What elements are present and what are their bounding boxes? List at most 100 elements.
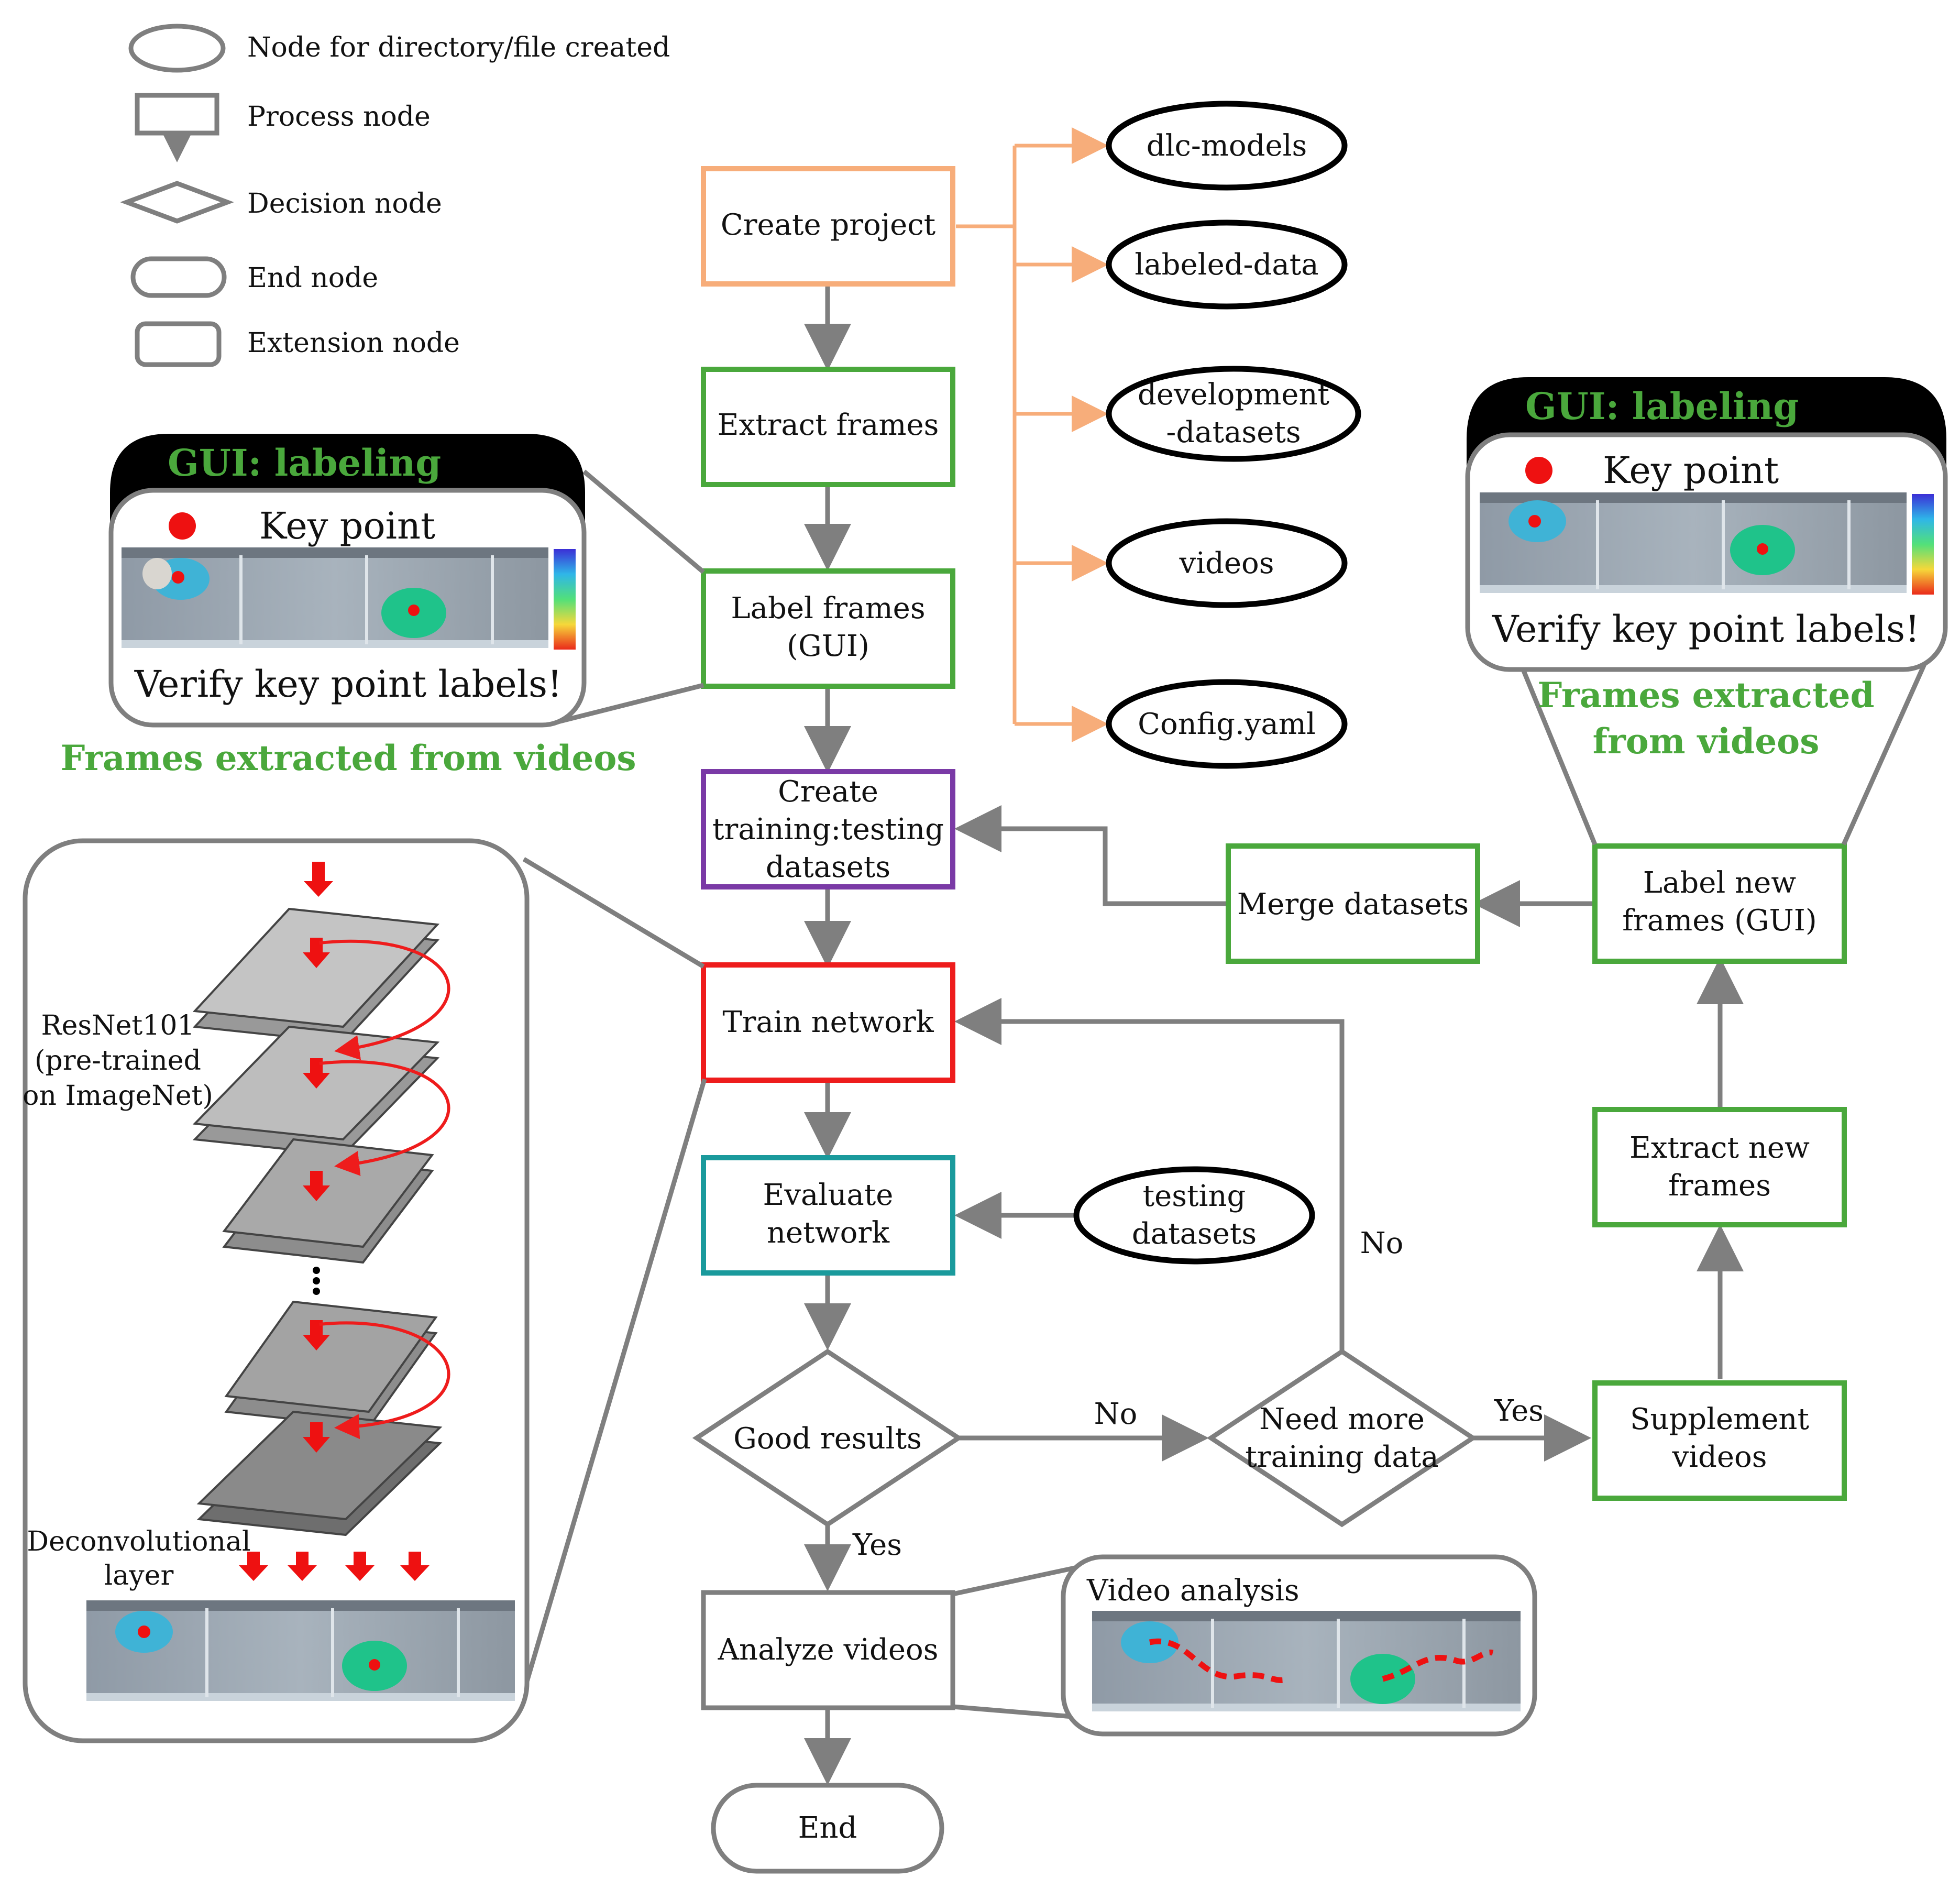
svg-text:Config.yaml: Config.yaml <box>1138 707 1316 741</box>
layer-stack-5 <box>196 1410 443 1536</box>
gui-left-title: GUI: labeling <box>168 441 441 485</box>
ellipsis-dots-icon <box>313 1267 320 1295</box>
svg-text:datasets: datasets <box>1132 1217 1257 1251</box>
file-development-datasets: development -datasets <box>1106 366 1361 462</box>
trajectory-path-2 <box>1382 1649 1494 1682</box>
svg-text:videos: videos <box>1179 546 1274 580</box>
svg-text:testing: testing <box>1143 1179 1246 1213</box>
gui-right-verify: Verify key point labels! <box>1492 608 1920 651</box>
legend-label-end: End node <box>247 262 378 294</box>
file-videos: videos <box>1106 518 1348 608</box>
node-label-new-frames: Label new frames (GUI) <box>1592 843 1847 964</box>
legend-end-shape <box>130 256 227 298</box>
legend-diamond-shape <box>120 181 234 224</box>
svg-text:development: development <box>1138 378 1330 412</box>
svg-text:datasets: datasets <box>766 850 890 884</box>
deconv-label-line1: Deconvolutional <box>27 1526 250 1557</box>
svg-text:(GUI): (GUI) <box>787 629 869 663</box>
resnet-label-line1: ResNet101 <box>41 1010 194 1041</box>
node-end: End <box>711 1783 944 1874</box>
layer-stack-3 <box>222 1138 434 1264</box>
legend-label-decision: Decision node <box>247 188 442 219</box>
gui-right-caption-line1: Frames extracted <box>1537 675 1874 716</box>
gui-left-callout: GUI: labeling Key point Verify key point… <box>60 434 705 778</box>
legend-process-shape <box>135 93 219 136</box>
svg-text:Extract frames: Extract frames <box>718 408 939 442</box>
svg-text:Merge datasets: Merge datasets <box>1237 887 1469 921</box>
file-dlc-models: dlc-models <box>1106 101 1348 191</box>
gui-right-title: GUI: labeling <box>1525 385 1799 428</box>
edge-label-no-need: No <box>1360 1226 1404 1260</box>
node-testing-datasets: testing datasets <box>1073 1166 1315 1265</box>
gui-right-frame-image <box>1480 492 1934 595</box>
key-point-dot-icon <box>1525 457 1552 484</box>
legend-label-directory: Node for directory/file created <box>247 32 670 63</box>
trajectory-path-1 <box>1149 1638 1290 1683</box>
video-analysis-image <box>1092 1611 1521 1711</box>
resnet-label-line2: (pre-trained <box>35 1045 201 1077</box>
svg-text:Label frames: Label frames <box>731 591 925 625</box>
node-create-datasets: Create training:testing datasets <box>701 769 955 889</box>
video-analysis-panel: Video analysis <box>952 1554 1537 1737</box>
gui-left-key-point: Key point <box>259 504 435 547</box>
node-need-more-data: Need more training data <box>1206 1348 1478 1528</box>
svg-text:Create project: Create project <box>721 208 936 242</box>
legend-label-extension: Extension node <box>247 327 460 359</box>
svg-text:videos: videos <box>1672 1440 1767 1474</box>
legend: Node for directory/file created Process … <box>120 24 670 367</box>
svg-text:frames (GUI): frames (GUI) <box>1622 904 1816 938</box>
edge-label-no-good: No <box>1094 1397 1138 1431</box>
output-arrows-icon <box>239 1552 430 1581</box>
resnet-label-line3: on ImageNet) <box>23 1080 213 1112</box>
video-analysis-title: Video analysis <box>1086 1574 1300 1608</box>
svg-text:-datasets: -datasets <box>1166 415 1301 449</box>
deconv-label-line2: layer <box>104 1560 174 1591</box>
svg-text:dlc-models: dlc-models <box>1147 129 1307 163</box>
file-connectors <box>956 127 1108 742</box>
file-config-yaml: Config.yaml <box>1106 679 1348 769</box>
svg-text:End: End <box>798 1811 857 1845</box>
edge-label-yes-good: Yes <box>852 1528 902 1562</box>
skip-connection-arcs <box>319 939 450 1440</box>
legend-ellipse-shape <box>128 24 226 73</box>
layer-stack-1 <box>192 907 440 1044</box>
svg-text:Extract new: Extract new <box>1629 1131 1810 1165</box>
node-analyze-videos: Analyze videos <box>701 1590 955 1710</box>
node-merge-datasets: Merge datasets <box>1226 843 1480 964</box>
node-extract-frames: Extract frames <box>701 367 955 487</box>
main-connectors <box>804 284 1744 1785</box>
svg-text:Analyze videos: Analyze videos <box>718 1633 939 1667</box>
gui-left-frame-image <box>122 547 576 650</box>
layer-stack-4 <box>224 1300 438 1429</box>
network-panel: ResNet101 (pre-trained on ImageNet) Deco… <box>23 838 707 1743</box>
node-good-results: Good results <box>692 1348 963 1528</box>
legend-extension-shape <box>135 321 222 367</box>
svg-text:Create: Create <box>778 775 878 809</box>
gui-right-key-point: Key point <box>1603 449 1779 492</box>
node-train-network: Train network <box>701 962 955 1083</box>
node-create-project: Create project <box>701 166 955 287</box>
gui-right-callout: GUI: labeling Key point Verify key point… <box>1465 377 1948 845</box>
svg-text:Supplement: Supplement <box>1630 1402 1809 1436</box>
input-arrow-icon <box>304 862 333 897</box>
node-evaluate-network: Evaluate network <box>701 1155 955 1276</box>
svg-text:Train network: Train network <box>722 1005 934 1039</box>
network-output-image <box>86 1600 515 1701</box>
svg-text:labeled-data: labeled-data <box>1135 248 1318 282</box>
svg-text:training data: training data <box>1245 1440 1438 1474</box>
svg-text:Evaluate: Evaluate <box>763 1178 894 1212</box>
svg-text:Good results: Good results <box>733 1422 922 1456</box>
key-point-dot-icon <box>169 512 196 540</box>
file-labeled-data: labeled-data <box>1106 219 1348 310</box>
svg-text:training:testing: training:testing <box>712 812 944 847</box>
node-extract-new-frames: Extract new frames <box>1592 1107 1847 1227</box>
svg-text:frames: frames <box>1668 1169 1771 1203</box>
gui-left-verify: Verify key point labels! <box>134 663 562 706</box>
node-supplement-videos: Supplement videos <box>1592 1380 1847 1501</box>
gui-right-caption-line2: from videos <box>1593 721 1820 762</box>
legend-label-process: Process node <box>247 101 431 133</box>
svg-text:Need more: Need more <box>1259 1402 1425 1436</box>
edge-label-yes-need: Yes <box>1494 1394 1544 1428</box>
gui-left-caption: Frames extracted from videos <box>60 738 636 778</box>
